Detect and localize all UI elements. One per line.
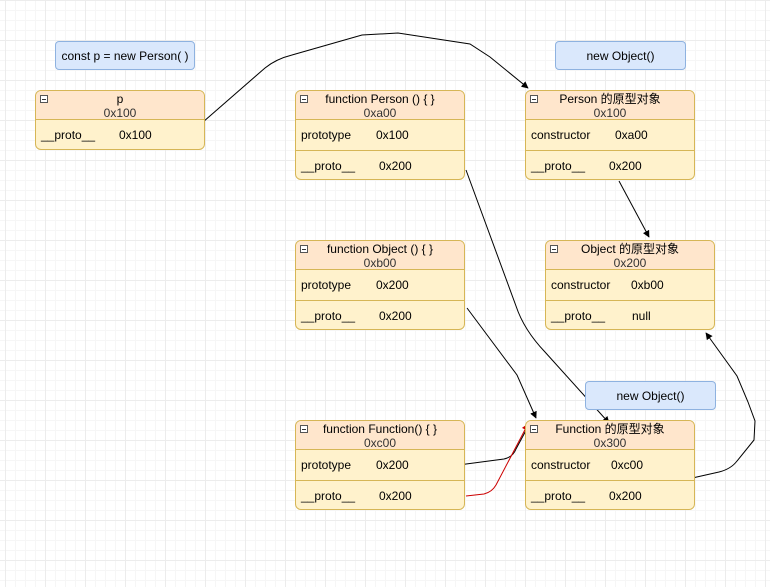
node-row: __proto__ 0x200	[526, 480, 694, 509]
row-key: __proto__	[301, 159, 356, 173]
node-address: 0x100	[103, 106, 137, 120]
row-key: constructor	[551, 278, 611, 292]
row-value: 0x200	[376, 458, 409, 472]
row-key: prototype	[301, 458, 352, 472]
collapse-icon[interactable]	[530, 95, 538, 103]
node-row: __proto__ 0x100	[36, 120, 204, 149]
new-object-label-bottom: new Object()	[585, 381, 716, 410]
node-person-prototype: Person 的原型对象 0x100 constructor 0xa00 __p…	[525, 90, 695, 180]
node-row: prototype 0x100	[296, 120, 464, 150]
node-header: function Object () { } 0xb00	[296, 241, 464, 270]
row-value: 0x200	[609, 489, 642, 503]
node-row: __proto__ 0x200	[526, 150, 694, 179]
collapse-icon[interactable]	[300, 245, 308, 253]
new-object-top-text: new Object()	[586, 48, 655, 63]
node-object-function: function Object () { } 0xb00 prototype 0…	[295, 240, 465, 330]
collapse-icon[interactable]	[40, 95, 48, 103]
row-key: __proto__	[301, 489, 356, 503]
node-address: 0x100	[593, 106, 627, 120]
collapse-icon[interactable]	[550, 245, 558, 253]
node-function-function: function Function() { } 0xc00 prototype …	[295, 420, 465, 510]
row-value: null	[632, 309, 651, 323]
row-value: 0x200	[379, 489, 412, 503]
row-value: 0x200	[379, 309, 412, 323]
row-key: prototype	[301, 128, 352, 142]
node-header: Person 的原型对象 0x100	[526, 91, 694, 120]
constructor-call-text: const p = new Person( )	[61, 48, 189, 63]
row-key: __proto__	[41, 128, 96, 142]
row-key: __proto__	[531, 159, 586, 173]
node-header: function Person () { } 0xa00	[296, 91, 464, 120]
node-title: function Person () { }	[325, 92, 435, 106]
node-header: p 0x100	[36, 91, 204, 120]
node-title: Person 的原型对象	[559, 92, 661, 106]
node-title: function Function() { }	[322, 422, 438, 436]
node-row: constructor 0xc00	[526, 450, 694, 480]
edge-object-fn-proto-to-function-proto	[466, 307, 537, 419]
edge-person-proto-to-object-proto	[618, 180, 650, 238]
node-address: 0xa00	[363, 106, 397, 120]
new-object-bottom-text: new Object()	[616, 388, 685, 403]
collapse-icon[interactable]	[300, 425, 308, 433]
node-row: __proto__ 0x200	[296, 480, 464, 509]
node-address: 0x300	[593, 436, 627, 450]
node-p: p 0x100 __proto__ 0x100	[35, 90, 205, 150]
row-key: __proto__	[531, 489, 586, 503]
row-value: 0x200	[376, 278, 409, 292]
node-title: Object 的原型对象	[580, 242, 680, 256]
node-title: function Object () { }	[326, 242, 434, 256]
row-key: prototype	[301, 278, 352, 292]
node-row: prototype 0x200	[296, 270, 464, 300]
row-value: 0xc00	[611, 458, 644, 472]
node-person-function: function Person () { } 0xa00 prototype 0…	[295, 90, 465, 180]
new-object-label-top: new Object()	[555, 41, 686, 70]
collapse-icon[interactable]	[530, 425, 538, 433]
node-header: Function 的原型对象 0x300	[526, 421, 694, 450]
row-key: __proto__	[301, 309, 356, 323]
constructor-call-label: const p = new Person( )	[55, 41, 195, 70]
node-header: Object 的原型对象 0x200	[546, 241, 714, 270]
row-value: 0xb00	[631, 278, 664, 292]
node-title: Function 的原型对象	[555, 422, 665, 436]
node-header: function Function() { } 0xc00	[296, 421, 464, 450]
node-title: p	[116, 92, 124, 106]
node-object-prototype: Object 的原型对象 0x200 constructor 0xb00 __p…	[545, 240, 715, 330]
row-value: 0x200	[379, 159, 412, 173]
row-value: 0x100	[376, 128, 409, 142]
node-row: constructor 0xb00	[546, 270, 714, 300]
row-value: 0xa00	[615, 128, 648, 142]
row-key: __proto__	[551, 309, 606, 323]
node-row: constructor 0xa00	[526, 120, 694, 150]
row-value: 0x200	[609, 159, 642, 173]
row-value: 0x100	[119, 128, 152, 142]
node-address: 0xb00	[363, 256, 397, 270]
node-function-prototype: Function 的原型对象 0x300 constructor 0xc00 _…	[525, 420, 695, 510]
collapse-icon[interactable]	[300, 95, 308, 103]
edge-function-fn-proto-to-function-proto	[465, 423, 529, 497]
node-row: __proto__ 0x200	[296, 300, 464, 329]
node-address: 0x200	[613, 256, 647, 270]
node-row: __proto__ null	[546, 300, 714, 329]
node-row: prototype 0x200	[296, 450, 464, 480]
row-key: constructor	[531, 128, 591, 142]
row-key: constructor	[531, 458, 591, 472]
node-row: __proto__ 0x200	[296, 150, 464, 179]
node-address: 0xc00	[363, 436, 397, 450]
